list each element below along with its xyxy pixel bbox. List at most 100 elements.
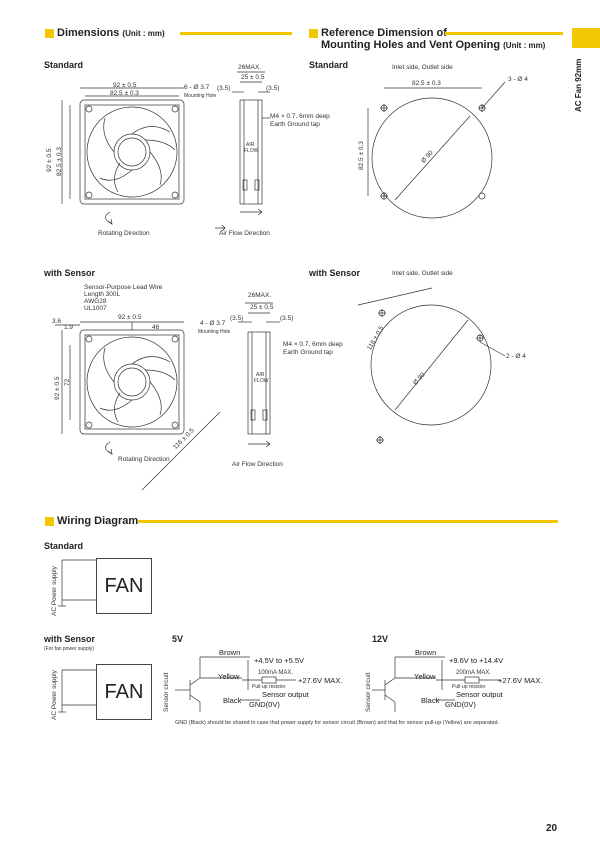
bullet-square xyxy=(45,29,54,38)
brown-label: Brown xyxy=(219,648,241,657)
gnd-label: GND(0V) xyxy=(445,700,476,709)
header-rule xyxy=(445,32,563,35)
fan-box: FAN xyxy=(96,558,152,614)
pullup-voltage: +27.6V MAX. xyxy=(298,676,343,685)
black-label: Black xyxy=(421,696,440,705)
ac-power-supply: AC Power supply xyxy=(51,670,58,720)
pullup-voltage: +27.6V MAX. xyxy=(498,676,543,685)
brown-label: Brown xyxy=(415,648,437,657)
dim-flange-right: (3.5) xyxy=(280,315,294,322)
sensor-fan-side xyxy=(238,302,280,448)
fan-box: FAN xyxy=(96,664,152,720)
wiring-footnote: GND (Black) should be shared in case tha… xyxy=(175,720,500,726)
dim-46: 46 xyxy=(152,324,160,331)
dim-tap: M4 × 0.7, 6mm deep xyxy=(283,341,343,348)
lead-line-1: Sensor-Purpose Lead Wire xyxy=(84,284,163,291)
sensor-output: Sensor output xyxy=(262,690,309,699)
dim-depth: 25 ± 0.5 xyxy=(250,304,274,311)
rotating-direction: Rotating Direction xyxy=(118,456,170,463)
rotating-direction: Rotating Direction xyxy=(98,230,150,237)
page-number: 20 xyxy=(546,823,558,834)
sensor-circuit: Sensor circuit xyxy=(163,672,170,712)
airflow-direction: Air Flow Direction xyxy=(232,461,283,468)
wiring-sensor xyxy=(58,656,500,713)
dim-hole-label: Mounting Hole xyxy=(184,93,217,99)
wiring-title: Wiring Diagram xyxy=(57,515,139,527)
dim-earth: Earth Ground tap xyxy=(283,349,333,356)
wiring-standard-label: Standard xyxy=(44,541,84,551)
dim-1-9: 1.9 xyxy=(64,324,74,331)
reference-title-line2: Mounting Holes and Vent Opening (Unit : … xyxy=(321,39,545,51)
pullup-label: Pull-up resistor xyxy=(252,684,286,690)
dim-hole-label: Mounting Hole xyxy=(198,329,231,335)
side-tab xyxy=(572,28,600,48)
current-label: 100mA MAX. xyxy=(258,670,294,676)
standard-fan-side xyxy=(232,71,270,216)
brown-voltage: +9.6V to +14.4V xyxy=(449,656,504,665)
flow-label: FLOW xyxy=(254,378,269,384)
reference-title-line1: Reference Dimension of xyxy=(321,27,447,39)
dim-height: 92 ± 0.5 xyxy=(46,148,53,172)
sensor-circuit: Sensor circuit xyxy=(365,672,372,712)
ref-standard-drawing xyxy=(367,81,506,219)
reference-unit: (Unit : mm) xyxy=(503,41,546,50)
dim-width: 92 ± 0.5 xyxy=(113,82,137,89)
dimensions-unit: (Unit : mm) xyxy=(122,29,165,38)
ref-sensor-drawing xyxy=(357,287,506,444)
dim-height: 92 ± 0.5 xyxy=(54,376,61,400)
airflow-direction: Air Flow Direction xyxy=(219,230,270,237)
dimensions-title-text: Dimensions xyxy=(57,27,120,39)
air-label: AIR xyxy=(256,372,265,378)
dim-tap: M4 × 0.7, 6mm deep xyxy=(270,113,330,120)
sensor-output: Sensor output xyxy=(456,690,503,699)
ref-dim-hole: 2 - Ø 4 xyxy=(506,353,526,360)
gnd-label: GND(0V) xyxy=(249,700,280,709)
dim-depth: 25 ± 0.5 xyxy=(241,74,265,81)
ref-standard-label: Standard xyxy=(309,60,349,70)
dim-pitch: 82.5 ± 0.3 xyxy=(110,90,139,97)
ref-dim-hole: 3 - Ø 4 xyxy=(508,76,528,83)
pullup-label: Pull-up resistor xyxy=(452,684,486,690)
sensor-fan-front xyxy=(55,321,221,491)
dim-earth: Earth Ground tap xyxy=(270,121,320,128)
dim-3-6: 3.6 xyxy=(52,318,62,325)
black-label: Black xyxy=(223,696,242,705)
dim-flange-left: (3.5) xyxy=(217,85,231,92)
fan-power-note: (For fan power supply) xyxy=(44,646,95,652)
lead-line-2: Length 300L xyxy=(84,291,121,298)
header-rule xyxy=(180,32,292,35)
dim-hole: 6 - Ø 3.7 xyxy=(184,84,210,91)
dim-hole: 4 - Ø 3.7 xyxy=(200,320,226,327)
ref-dim-pitch: 82.5 ± 0.3 xyxy=(412,80,441,87)
dim-flange-right: (3.5) xyxy=(266,85,280,92)
yellow-label: Yellow xyxy=(414,672,436,681)
dim-depth-max: 26MAX. xyxy=(248,292,272,299)
dim-height-pitch: 82.5 ± 0.3 xyxy=(56,147,63,176)
dimensions-title: Dimensions (Unit : mm) xyxy=(57,27,165,39)
brown-voltage: +4.5V to +5.5V xyxy=(254,656,305,665)
reference-title-text: Mounting Holes and Vent Opening xyxy=(321,39,501,51)
dim-flange-left: (3.5) xyxy=(230,315,244,322)
ref-dim-vpitch: 82.5 ± 0.3 xyxy=(358,141,365,170)
air-label: AIR xyxy=(246,142,255,148)
lead-line-4: UL1007 xyxy=(84,305,107,312)
dim-depth-max: 26MAX. xyxy=(238,64,262,71)
flow-label: FLOW xyxy=(244,148,259,154)
ac-power-supply: AC Power supply xyxy=(51,566,58,616)
current-label: 200mA MAX. xyxy=(456,670,492,676)
standard-label: Standard xyxy=(44,60,84,70)
standard-fan-front xyxy=(61,87,185,225)
dim-72: 72 xyxy=(64,378,71,386)
sensor-label: with Sensor xyxy=(44,268,96,278)
wiring-standard xyxy=(58,559,96,607)
inlet-side: Inlet side, Outlet side xyxy=(392,270,453,277)
inlet-side: Inlet side, Outlet side xyxy=(392,64,453,71)
dim-width: 92 ± 0.5 xyxy=(118,314,142,321)
wiring-sensor-label: with Sensor xyxy=(44,634,96,644)
v5-title: 5V xyxy=(172,634,184,644)
v12-title: 12V xyxy=(372,634,389,644)
yellow-label: Yellow xyxy=(218,672,240,681)
header-rule xyxy=(138,520,558,523)
ref-sensor-label: with Sensor xyxy=(309,268,361,278)
